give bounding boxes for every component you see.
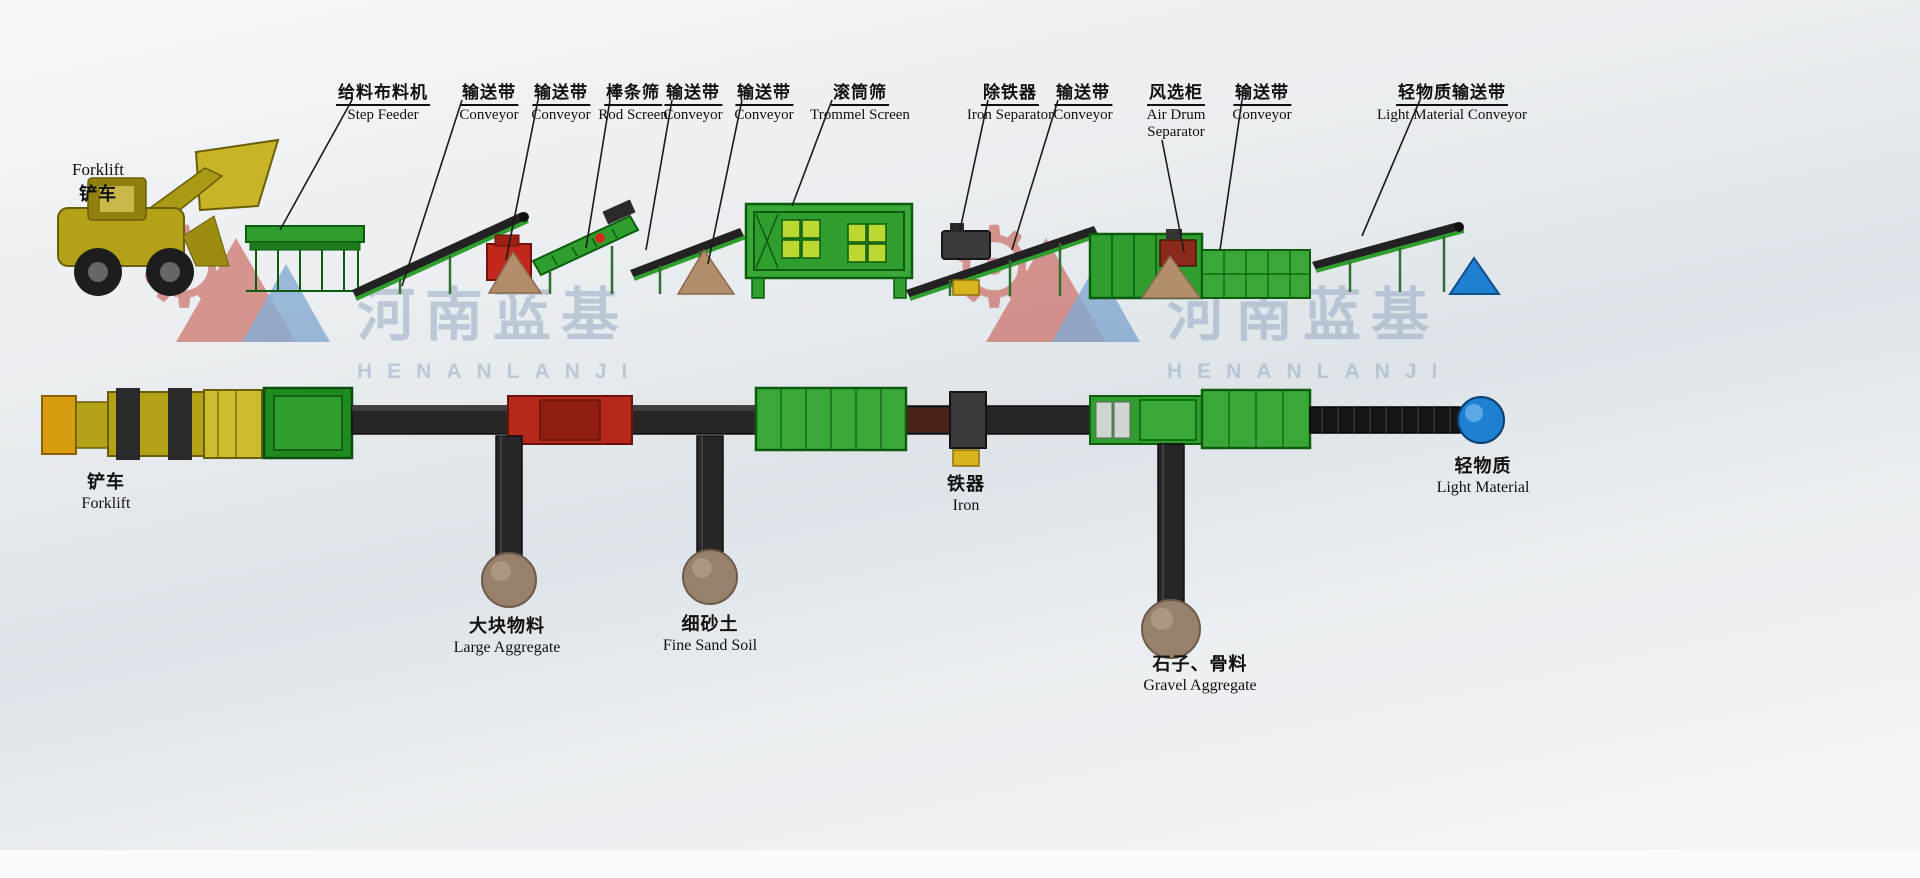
label-conveyor-6: 输送带 Conveyor: [1232, 78, 1291, 124]
label-zh: 输送带: [734, 78, 793, 106]
label-en: Conveyor: [531, 107, 591, 123]
crusher-plan-icon: [507, 395, 633, 445]
label-zh: 棒条筛: [603, 78, 662, 106]
label-en: Fine Sand Soil: [662, 637, 758, 654]
label-zh: 除铁器: [981, 78, 1039, 106]
label-zh: 输送带: [1232, 78, 1291, 106]
brand-name-en: HENANLANJI: [1167, 360, 1453, 383]
trommel-plan-icon: [754, 386, 908, 452]
air-separator-plan-icon: [1089, 395, 1203, 445]
label-zh: 轻物质: [1454, 456, 1512, 476]
label-en: Large Aggregate: [453, 639, 561, 656]
separator-discharge-icon: [1201, 249, 1311, 299]
label-zh: 输送带: [531, 78, 590, 106]
red-triangle-icon: [986, 238, 1106, 342]
forklift-plan-icon: [41, 388, 263, 460]
label-iron-separator: 除铁器 Iron Separator: [967, 78, 1053, 124]
label-zh: 铁器: [947, 474, 985, 494]
label-en: Conveyor: [1053, 107, 1113, 123]
trommel-screen-icon: [744, 202, 914, 299]
light-conveyor-plan-icon: [1309, 396, 1505, 444]
feeder-plan-icon: [262, 386, 354, 460]
label-zh: 风选柜: [1147, 78, 1205, 106]
forklift-side-icon: [57, 138, 280, 296]
pile-side-2: [676, 248, 736, 295]
label-en: Trommel Screen: [810, 107, 910, 123]
iron-separator-icon: [941, 223, 991, 296]
label-zh: 大块物料: [468, 616, 545, 636]
label-forklift-plan: 铲车 Forklift: [82, 468, 131, 513]
label-iron: 铁器 Iron: [947, 470, 985, 515]
label-conveyor-1: 输送带 Conveyor: [459, 78, 518, 124]
label-zh: 石子、骨料: [1152, 654, 1248, 674]
branch-fine-sand-icon: [682, 435, 738, 605]
label-en: Conveyor: [1232, 107, 1292, 123]
label-en: Forklift: [81, 495, 131, 512]
label-zh: 滚筒筛: [830, 78, 889, 106]
label-en: Iron Separator: [966, 107, 1054, 123]
label-zh: 输送带: [1053, 78, 1112, 106]
label-zh: 输送带: [663, 78, 722, 106]
label-en: Conveyor: [734, 107, 794, 123]
branch-gravel-icon: [1141, 443, 1201, 659]
step-feeder-icon: [245, 225, 366, 292]
discharge-plan-icon: [1200, 388, 1312, 450]
rod-screen-icon: [531, 199, 640, 294]
label-rod-screen: 棒条筛 Rod Screen: [598, 78, 668, 124]
label-zh: 输送带: [459, 78, 518, 106]
brand-name-en: HENANLANJI: [357, 360, 643, 383]
label-forklift-side: Forklift 铲车: [72, 160, 124, 206]
label-fine-sand-soil: 细砂土 Fine Sand Soil: [663, 610, 757, 655]
label-zh: 铲车: [78, 184, 117, 204]
leader-lines: [279, 99, 1421, 287]
label-large-aggregate: 大块物料 Large Aggregate: [454, 612, 561, 657]
label-en: Air Drum Separator: [1146, 107, 1206, 140]
label-conveyor-4: 输送带 Conveyor: [734, 78, 793, 124]
label-en: Light Material: [1436, 479, 1530, 496]
label-zh: 铲车: [86, 472, 125, 492]
brand-text: 河南蓝基 HENANLANJI: [357, 230, 642, 384]
label-en: Forklift: [72, 160, 124, 179]
label-step-feeder: 给料布料机 Step Feeder: [336, 78, 430, 124]
branch-large-aggregate-icon: [481, 435, 537, 608]
label-en: Rod Screen: [598, 107, 668, 123]
label-en: Gravel Aggregate: [1143, 677, 1257, 694]
label-en: Conveyor: [663, 107, 723, 123]
label-zh: 细砂土: [681, 614, 739, 634]
label-conveyor-5: 输送带 Conveyor: [1053, 78, 1112, 124]
label-trommel-screen: 滚筒筛 Trommel Screen: [810, 78, 910, 124]
conveyor-3-icon: [906, 226, 1101, 301]
label-gravel-aggregate: 石子、骨料 Gravel Aggregate: [1143, 650, 1256, 695]
light-material-cone-icon: [1448, 256, 1501, 295]
label-conveyor-3: 输送带 Conveyor: [663, 78, 722, 124]
pile-side-1: [487, 250, 543, 294]
label-light-material: 轻物质 Light Material: [1437, 452, 1530, 497]
iron-separator-plan-icon: [949, 391, 987, 467]
label-air-drum-separator: 风选柜 Air Drum Separator: [1130, 78, 1222, 141]
label-zh: 轻物质输送带: [1396, 78, 1508, 106]
label-conveyor-2: 输送带 Conveyor: [531, 78, 590, 124]
light-material-conveyor-icon: [1312, 222, 1465, 292]
pile-side-3: [1140, 254, 1202, 299]
label-en: Conveyor: [459, 107, 519, 123]
label-en: Step Feeder: [347, 107, 419, 123]
label-zh: 给料布料机: [336, 78, 430, 106]
label-en: Iron: [952, 497, 980, 514]
label-light-material-conveyor: 轻物质输送带 Light Material Conveyor: [1377, 78, 1527, 124]
label-en: Light Material Conveyor: [1377, 107, 1527, 123]
